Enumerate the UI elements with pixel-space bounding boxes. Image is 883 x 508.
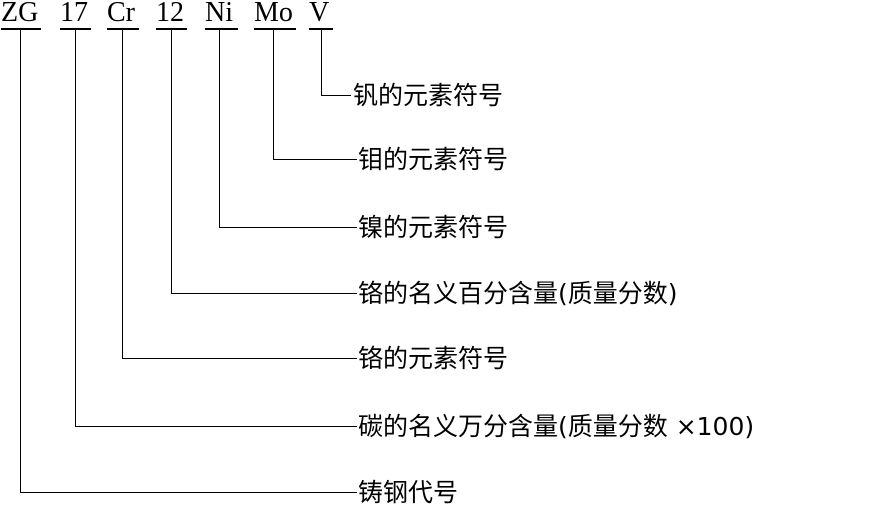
leader-carbon-horizontal xyxy=(75,426,357,427)
desc-cr-content: 铬的名义百分含量(质量分数) xyxy=(358,279,678,308)
segment-ni: Ni xyxy=(205,0,233,28)
segment-cr-content: 12 xyxy=(156,0,184,28)
underline-mo xyxy=(254,28,296,30)
leader-mo-horizontal xyxy=(273,159,357,160)
underline-v xyxy=(309,28,333,30)
segment-mo: Mo xyxy=(254,0,293,28)
desc-cr: 铬的元素符号 xyxy=(358,344,509,373)
segment-cr: Cr xyxy=(107,0,135,28)
segment-zg: ZG xyxy=(1,0,39,28)
leader-cr-vertical xyxy=(122,30,123,358)
leader-mo-vertical xyxy=(273,30,274,159)
leader-zg-horizontal xyxy=(20,492,357,493)
desc-v: 钒的元素符号 xyxy=(353,81,504,110)
leader-v-vertical xyxy=(321,30,322,95)
desc-ni: 镍的元素符号 xyxy=(358,213,509,242)
leader-cr-content-vertical xyxy=(171,30,172,293)
underline-cr-content xyxy=(156,28,187,30)
leader-ni-horizontal xyxy=(219,227,357,228)
desc-carbon: 碳的名义万分含量(质量分数 ×100) xyxy=(358,412,755,441)
desc-mo: 钼的元素符号 xyxy=(358,145,509,174)
leader-cr-horizontal xyxy=(122,358,357,359)
segment-v: V xyxy=(309,0,330,28)
underline-zg xyxy=(1,28,41,30)
leader-v-horizontal xyxy=(321,95,351,96)
leader-cr-content-horizontal xyxy=(171,293,357,294)
underline-ni xyxy=(205,28,238,30)
leader-ni-vertical xyxy=(219,30,220,227)
underline-carbon xyxy=(60,28,91,30)
leader-carbon-vertical xyxy=(75,30,76,426)
segment-carbon: 17 xyxy=(60,0,88,28)
leader-zg-vertical xyxy=(20,30,21,492)
desc-zg: 铸钢代号 xyxy=(358,478,459,507)
underline-cr xyxy=(107,28,139,30)
